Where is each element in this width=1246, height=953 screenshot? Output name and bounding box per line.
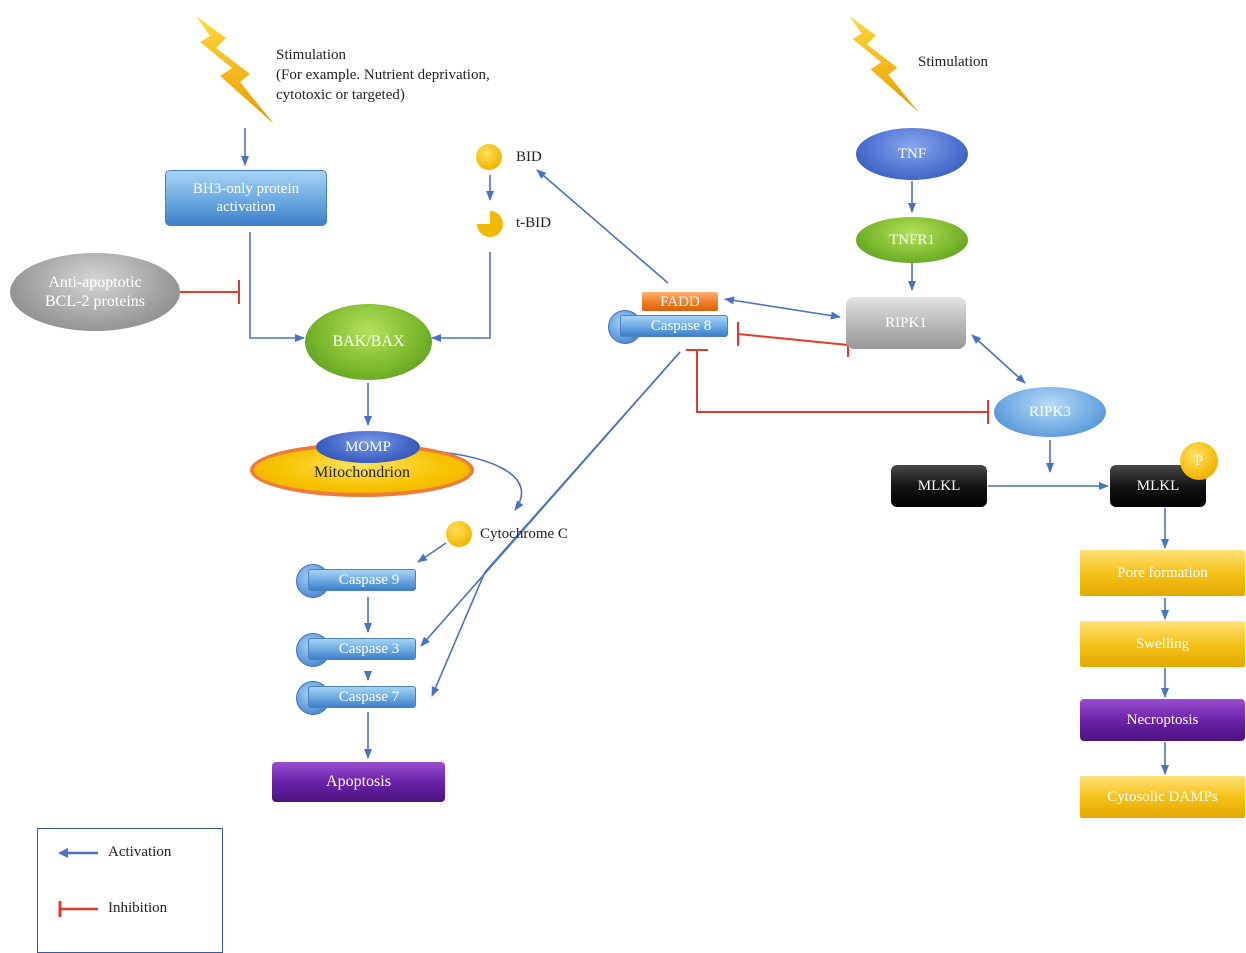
edge-cytc-casp9 [417,542,447,563]
stimulation-label-right: Stimulation [918,54,989,70]
caspase7-node: Caspase 7 [296,681,416,715]
swelling-node: Swelling [1080,621,1245,667]
tnfr1-node: TNFR1 [856,217,968,263]
cytosolic-damps-node: Cytosolic DAMPs [1080,776,1245,818]
caspase7-label: Caspase 7 [308,686,416,708]
ripk1-node: RIPK1 [846,297,966,349]
tbid-pie-icon [477,211,503,237]
activation-arrow-icon [58,847,98,858]
bh3-node: BH3-only protein activation [165,170,327,226]
caspase9-node: Caspase 9 [296,564,416,598]
legend-inhibition: Inhibition [58,899,167,919]
edge-tbid-bakbax [431,252,491,342]
tbid-label: t-BID [516,215,551,231]
bak-bax-node: BAK/BAX [305,304,432,380]
legend-activation-label: Activation [108,844,172,860]
fadd-node: FADD [642,292,718,311]
stimulation-label-left: Stimulation [276,47,347,63]
inhibition-bar-icon [58,901,98,917]
mlkl-node: MLKL [891,465,987,507]
necroptosis-node: Necroptosis [1080,699,1245,741]
caspase9-label: Caspase 9 [308,569,416,591]
bid-dot-icon [476,144,502,170]
ripk3-node: RIPK3 [994,387,1106,437]
edge-casp8-casp7 [431,351,681,697]
edge-fadd-ripk1 [724,296,841,320]
pore-formation-node: Pore formation [1080,550,1245,596]
momp-node: MOMP [316,431,420,463]
cytochrome-c-label: Cytochrome C [480,526,568,542]
caspase8-node: Caspase 8 [608,310,728,344]
cytochrome-c-dot-icon [446,521,472,547]
caspase3-node: Caspase 3 [296,633,416,667]
edge-fadd-bid [536,169,669,284]
inhibit-ripk3-casp8 [696,350,988,413]
legend-activation: Activation [58,843,171,863]
lightning-bolt-icon [196,16,274,124]
apoptosis-node: Apoptosis [272,762,445,802]
caspase8-label: Caspase 8 [620,315,728,337]
edge-bh3-bakbax [249,232,305,342]
edge-ripk1-ripk3 [971,334,1026,384]
anti-apoptotic-node: Anti-apoptotic BCL-2 proteins [10,253,180,331]
bid-label: BID [516,149,542,165]
stimulation-detail-1: (For example. Nutrient deprivation, [276,67,490,83]
inhibit-ripk1-casp8 [737,333,849,346]
legend-inhibition-label: Inhibition [108,900,168,917]
tnf-node: TNF [856,128,968,180]
lightning-bolt-icon [849,15,919,113]
stimulation-detail-2: cytotoxic or targeted) [276,87,405,103]
legend: Activation Inhibition [37,828,223,953]
phospho-badge: P [1180,442,1218,480]
caspase3-label: Caspase 3 [308,638,416,660]
